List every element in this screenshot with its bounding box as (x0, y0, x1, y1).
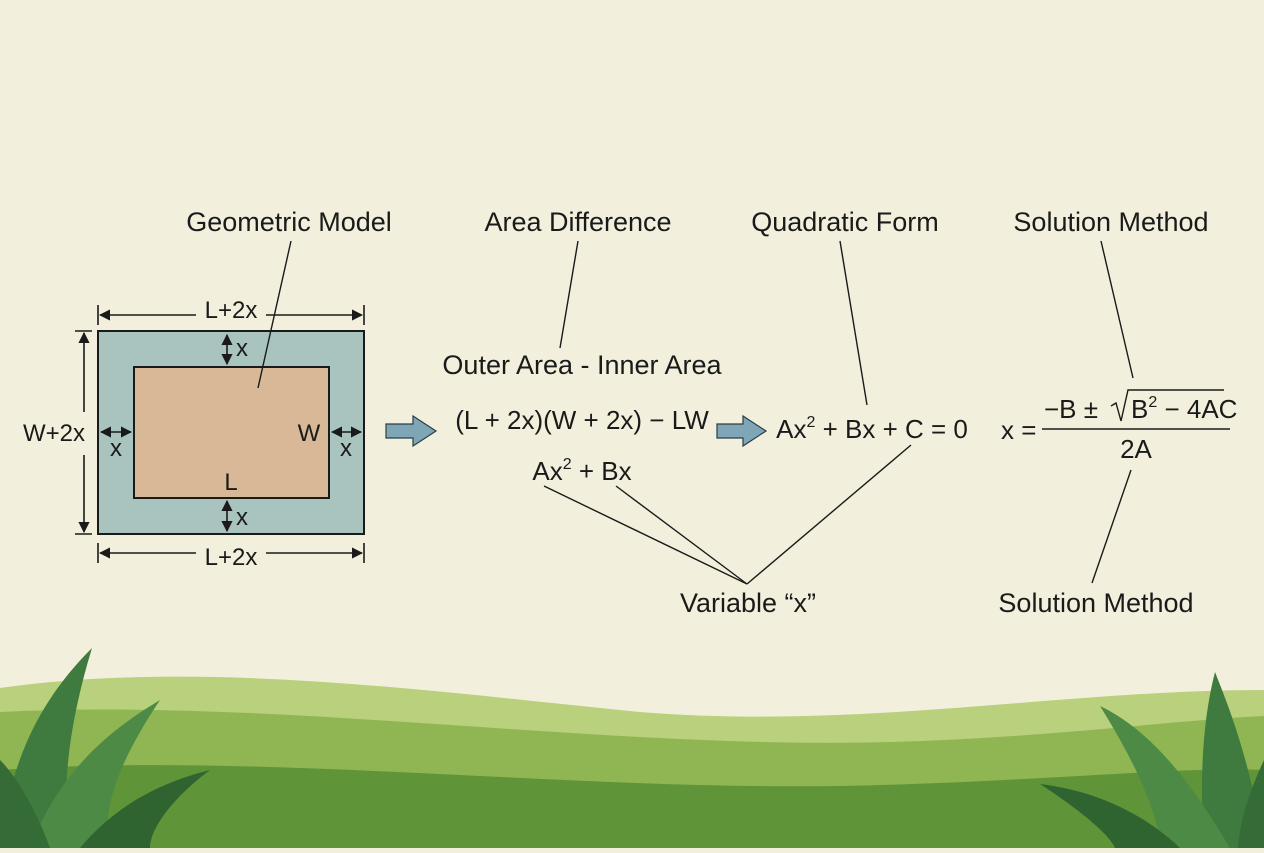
quadratic-equation: Ax2 + Bx + C = 0 (776, 414, 968, 444)
quadratic-exp: 2 (806, 414, 815, 431)
quadratic-ax: Ax (776, 414, 806, 444)
leader-geometric-model (257, 240, 292, 389)
quadratic-formula: x = −B ± B2 − 4AC 2A (1001, 389, 1237, 464)
inner-rectangle (133, 366, 330, 499)
border-top-label: x (236, 335, 248, 362)
leaf-cluster-right (1040, 672, 1264, 848)
landscape-background (0, 648, 1264, 848)
area-difference-result: Ax2 + Bx (532, 456, 631, 486)
leader-variable-x-1 (543, 485, 748, 585)
border-left-label: x (110, 435, 122, 462)
label-quadratic-form: Quadratic Form (751, 207, 939, 237)
label-variable-x: Variable “x” (680, 588, 816, 618)
quadratic-rest: + Bx + C = 0 (815, 414, 967, 444)
radicand-exp: 2 (1148, 394, 1157, 411)
label-area-difference: Area Difference (484, 207, 671, 237)
formula-radicand: B2 − 4AC (1131, 394, 1237, 424)
bottom-dimension-label: L+2x (205, 544, 258, 571)
top-dimension-label: L+2x (205, 297, 258, 324)
result-ax: Ax (532, 456, 562, 486)
area-difference-expression: (L + 2x)(W + 2x) − LW (455, 405, 709, 435)
inner-width-label: W (298, 420, 321, 447)
leader-variable-x-2 (615, 485, 748, 585)
result-bx: + Bx (572, 456, 632, 486)
radicand-base: B (1131, 394, 1148, 424)
leader-variable-x-3 (746, 444, 912, 585)
flow-arrow-1 (385, 414, 438, 448)
area-difference-caption: Outer Area - Inner Area (442, 350, 722, 380)
flow-arrow-2 (716, 414, 768, 448)
leaf-cluster-left (0, 648, 210, 848)
formula-denominator: 2A (1120, 434, 1152, 464)
formula-lhs: x = (1001, 415, 1036, 445)
leader-solution-method-bottom (1091, 469, 1132, 584)
hill-front (0, 765, 1264, 848)
border-right-label: x (340, 435, 352, 462)
leader-quadratic-form (839, 240, 868, 406)
leader-area-difference (559, 240, 579, 349)
radical-sign (1110, 389, 1224, 422)
left-dimension-label: W+2x (23, 420, 85, 447)
geometric-model: L+2x L+2x W+2x x x x x L W (23, 297, 365, 571)
label-geometric-model: Geometric Model (186, 207, 392, 237)
border-bottom-label: x (236, 504, 248, 531)
leader-solution-method-top (1100, 240, 1134, 379)
result-exp: 2 (563, 456, 572, 473)
inner-length-label: L (224, 469, 237, 496)
label-solution-method-bottom: Solution Method (998, 588, 1193, 618)
radicand-rest: − 4AC (1157, 394, 1237, 424)
formula-numerator-prefix: −B ± (1044, 394, 1098, 424)
label-solution-method-top: Solution Method (1013, 207, 1208, 237)
